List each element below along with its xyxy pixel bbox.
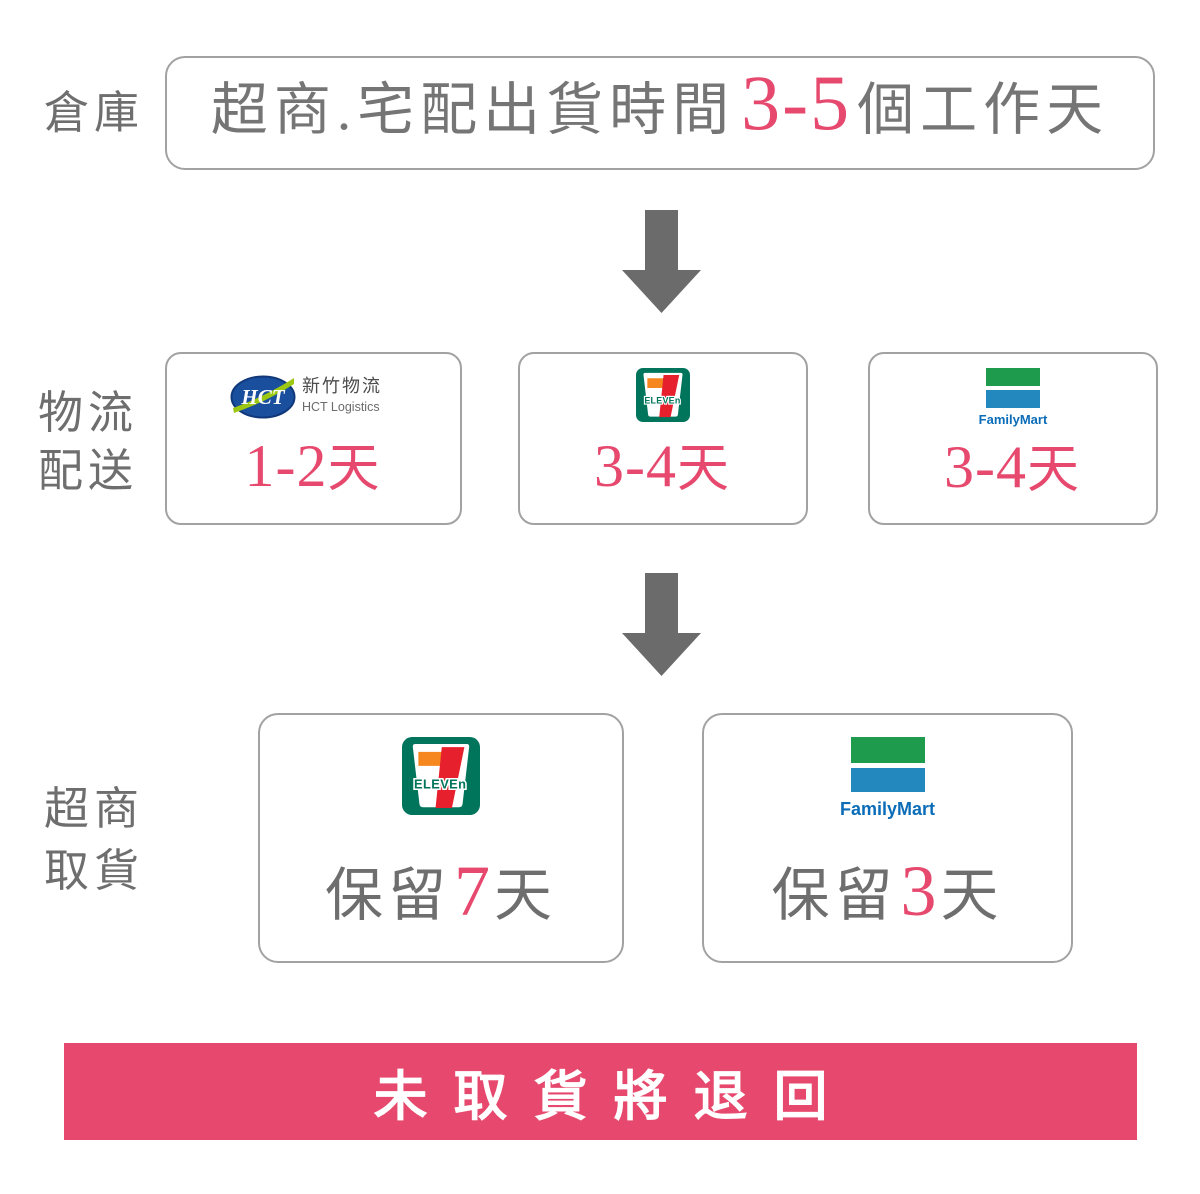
logistics-card-seven-eleven: ELEVEn 3-4天 — [518, 352, 808, 525]
familymart-logo-blue-bar — [850, 768, 925, 792]
seven-eleven-logo-icon: ELEVEn — [402, 737, 480, 815]
warehouse-message-box: 超商.宅配出貨時間 3-5 個工作天 — [165, 56, 1155, 170]
logistics-label-line2: 配送 — [38, 446, 139, 496]
hold-suffix: 天 — [494, 863, 558, 928]
hct-logo-abbr: HCT — [240, 385, 285, 409]
down-arrow-icon — [622, 573, 701, 676]
warehouse-label: 倉庫 — [44, 88, 145, 138]
pickup-card-familymart: FamilyMart 保留3天 — [702, 713, 1073, 963]
logistics-card-familymart: FamilyMart 3-4天 — [868, 352, 1158, 525]
warehouse-message-highlight: 3-5 — [741, 59, 852, 146]
hct-logistics-logo-icon: HCT 新竹物流 HCT Logistics — [230, 375, 382, 419]
hold-suffix: 天 — [940, 863, 1004, 928]
familymart-logo-icon: FamilyMart — [978, 368, 1048, 427]
familymart-duration: 3-4天 — [944, 427, 1082, 502]
seven-eleven-hold-text: 保留7天 — [325, 848, 557, 933]
pickup-card-seven-eleven: ELEVEn 保留7天 — [258, 713, 624, 963]
familymart-logo-green-bar — [985, 368, 1040, 386]
familymart-hold-text: 保留3天 — [771, 848, 1003, 933]
hold-prefix: 保留 — [771, 863, 898, 928]
hct-duration-days: 1-2 — [244, 433, 328, 499]
hct-logo-en-text: HCT Logistics — [302, 400, 380, 414]
pickup-label-line2: 取貨 — [44, 846, 145, 896]
seven-eleven-wordmark: ELEVEn — [414, 776, 466, 791]
familymart-duration-unit: 天 — [1026, 442, 1082, 499]
hold-days: 7 — [454, 851, 491, 931]
familymart-wordmark: FamilyMart — [978, 412, 1048, 427]
familymart-logo-icon: FamilyMart — [840, 737, 935, 820]
warehouse-message-prefix: 超商.宅配出貨時間 — [210, 79, 736, 142]
pickup-label: 超商取貨 — [44, 778, 144, 902]
seven-eleven-duration-unit: 天 — [676, 441, 732, 498]
down-arrow-icon — [622, 210, 701, 313]
familymart-duration-days: 3-4 — [944, 434, 1027, 500]
logistics-label-line1: 物流 — [38, 388, 139, 438]
hold-prefix: 保留 — [324, 863, 451, 928]
hct-duration-unit: 天 — [327, 441, 383, 498]
familymart-logo-blue-bar — [985, 390, 1040, 408]
seven-eleven-duration: 3-4天 — [594, 426, 732, 501]
seven-eleven-logo-icon: ELEVEn — [636, 368, 690, 422]
familymart-wordmark: FamilyMart — [839, 799, 936, 819]
pickup-label-line1: 超商 — [44, 784, 145, 834]
return-notice-text: 未取貨將退回 — [373, 1067, 854, 1127]
familymart-logo-green-bar — [850, 737, 925, 763]
logistics-card-hct: HCT 新竹物流 HCT Logistics 1-2天 — [165, 352, 462, 525]
return-notice-banner: 未取貨將退回 — [64, 1043, 1137, 1140]
seven-eleven-duration-days: 3-4 — [594, 433, 677, 499]
logistics-label: 物流配送 — [38, 384, 138, 500]
hct-duration: 1-2天 — [245, 426, 383, 501]
hold-days: 3 — [900, 851, 938, 931]
seven-eleven-wordmark: ELEVEn — [644, 396, 680, 406]
hct-logo-cn-text: 新竹物流 — [302, 376, 382, 396]
warehouse-message-suffix: 個工作天 — [857, 79, 1110, 142]
